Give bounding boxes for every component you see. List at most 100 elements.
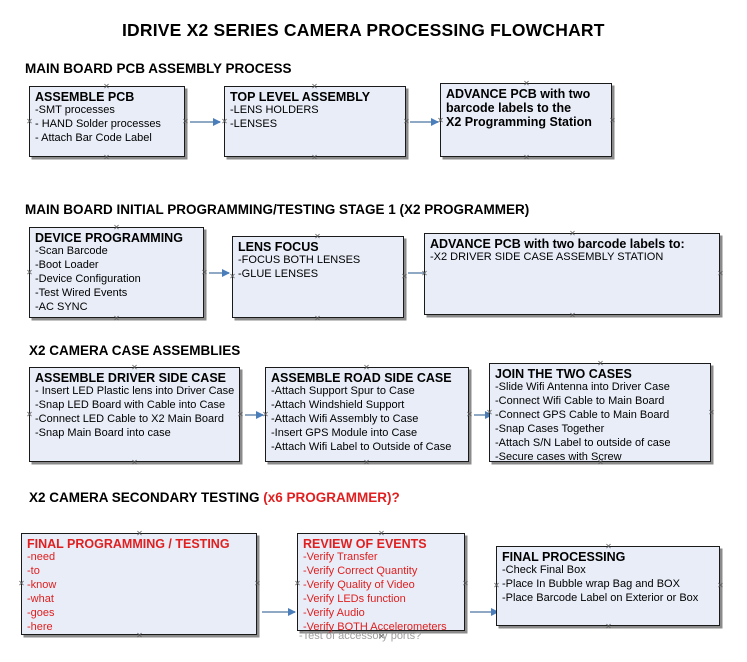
box-body: ASSEMBLE PCB -SMT processes - HAND Solde… bbox=[30, 87, 184, 146]
resize-handle-top[interactable]: ✕ bbox=[597, 359, 604, 368]
box-join-the-two-cases[interactable]: JOIN THE TWO CASES -Slide Wifi Antenna i… bbox=[489, 363, 711, 463]
resize-handle-right[interactable]: ✕ bbox=[717, 581, 724, 590]
box-header: ASSEMBLE DRIVER SIDE CASE bbox=[35, 371, 227, 385]
resize-handle-top[interactable]: ✕ bbox=[378, 529, 385, 538]
connector-driver-side-to-road-side bbox=[245, 411, 264, 419]
resize-handle-left[interactable]: ✕ bbox=[18, 579, 25, 588]
resize-handle-bottom[interactable]: ✕ bbox=[605, 622, 612, 631]
section-title-text: MAIN BOARD INITIAL PROGRAMMING/TESTING S… bbox=[25, 202, 530, 217]
resize-handle-left[interactable]: ✕ bbox=[437, 116, 444, 125]
box-overflow-line: -Test of accessory ports? bbox=[299, 630, 422, 642]
resize-handle-right[interactable]: ✕ bbox=[254, 579, 261, 588]
resize-handle-right[interactable]: ✕ bbox=[182, 117, 189, 126]
box-header: FINAL PROGRAMMING / TESTING bbox=[27, 537, 230, 551]
box-line: -Verify Transfer bbox=[303, 551, 378, 563]
box-header: ADVANCE PCB with two barcode labels to: bbox=[430, 237, 685, 251]
resize-handle-left[interactable]: ✕ bbox=[229, 272, 236, 281]
box-header: DEVICE PROGRAMMING bbox=[35, 231, 183, 245]
box-device-programming[interactable]: DEVICE PROGRAMMING -Scan Barcode -Boot L… bbox=[29, 227, 204, 318]
box-assemble-road-side-case[interactable]: ASSEMBLE ROAD SIDE CASE -Attach Support … bbox=[265, 367, 469, 462]
resize-handle-bottom[interactable]: ✕ bbox=[363, 458, 370, 467]
box-lens-focus[interactable]: LENS FOCUS -FOCUS BOTH LENSES -GLUE LENS… bbox=[232, 236, 404, 318]
resize-handle-bottom[interactable]: ✕ bbox=[311, 153, 318, 162]
section-title-text: X2 CAMERA SECONDARY TESTING bbox=[29, 490, 264, 505]
resize-handle-left[interactable]: ✕ bbox=[262, 410, 269, 419]
resize-handle-right[interactable]: ✕ bbox=[401, 272, 408, 281]
box-final-processing[interactable]: FINAL PROCESSING -Check Final Box -Place… bbox=[496, 546, 720, 626]
resize-handle-top[interactable]: ✕ bbox=[363, 363, 370, 372]
resize-handle-top[interactable]: ✕ bbox=[569, 229, 576, 238]
box-line: -Verify Correct Quantity bbox=[303, 564, 418, 577]
box-final-programming-testing[interactable]: FINAL PROGRAMMING / TESTING -need -to -k… bbox=[21, 533, 257, 635]
box-body: DEVICE PROGRAMMING -Scan Barcode -Boot L… bbox=[30, 228, 203, 315]
box-advance-pcb-programming-station[interactable]: ADVANCE PCB with two barcode labels to t… bbox=[440, 83, 612, 157]
box-header-line: X2 Programming Station bbox=[446, 115, 592, 129]
resize-handle-right[interactable]: ✕ bbox=[201, 268, 208, 277]
box-header: TOP LEVEL ASSEMBLY bbox=[230, 90, 371, 104]
resize-handle-bottom[interactable]: ✕ bbox=[136, 631, 143, 640]
resize-handle-left[interactable]: ✕ bbox=[486, 408, 493, 417]
resize-handle-bottom[interactable]: ✕ bbox=[103, 153, 110, 162]
resize-handle-top[interactable]: ✕ bbox=[131, 363, 138, 372]
box-top-level-assembly[interactable]: TOP LEVEL ASSEMBLY -LENS HOLDERS -LENSES bbox=[224, 86, 406, 157]
resize-handle-left[interactable]: ✕ bbox=[421, 269, 428, 278]
resize-handle-bottom[interactable]: ✕ bbox=[523, 153, 530, 162]
resize-handle-left[interactable]: ✕ bbox=[26, 117, 33, 126]
resize-handle-top[interactable]: ✕ bbox=[314, 232, 321, 241]
resize-handle-bottom[interactable]: ✕ bbox=[314, 314, 321, 323]
resize-handle-right[interactable]: ✕ bbox=[466, 410, 473, 419]
resize-handle-top[interactable]: ✕ bbox=[103, 82, 110, 91]
resize-handle-left[interactable]: ✕ bbox=[493, 581, 500, 590]
box-line: -Slide Wifi Antenna into Driver Case bbox=[495, 381, 670, 393]
box-line: -know bbox=[27, 578, 57, 591]
resize-handle-top[interactable]: ✕ bbox=[311, 82, 318, 91]
box-line: -Attach Windshield Support bbox=[271, 398, 405, 411]
box-body: FINAL PROGRAMMING / TESTING -need -to -k… bbox=[22, 534, 256, 635]
box-body: FINAL PROCESSING -Check Final Box -Place… bbox=[497, 547, 719, 606]
box-line: -GLUE LENSES bbox=[238, 267, 319, 280]
section-title-text: MAIN BOARD PCB ASSEMBLY PROCESS bbox=[25, 61, 292, 76]
box-line: -Verify Quality of Video bbox=[303, 578, 415, 591]
box-body: TOP LEVEL ASSEMBLY -LENS HOLDERS -LENSES bbox=[225, 87, 405, 132]
box-line: -LENS HOLDERS bbox=[230, 104, 319, 116]
resize-handle-right[interactable]: ✕ bbox=[609, 116, 616, 125]
resize-handle-top[interactable]: ✕ bbox=[523, 79, 530, 88]
box-line: -Verify LEDs function bbox=[303, 592, 406, 605]
resize-handle-left[interactable]: ✕ bbox=[294, 579, 301, 588]
resize-handle-left[interactable]: ✕ bbox=[26, 268, 33, 277]
box-advance-pcb-driver-side-case[interactable]: ADVANCE PCB with two barcode labels to: … bbox=[424, 233, 720, 315]
box-assemble-pcb[interactable]: ASSEMBLE PCB -SMT processes - HAND Solde… bbox=[29, 86, 185, 157]
box-assemble-driver-side-case[interactable]: ASSEMBLE DRIVER SIDE CASE - Insert LED P… bbox=[29, 367, 240, 462]
box-header-line: ADVANCE PCB with two bbox=[446, 87, 591, 101]
connector-review-of-events-to-final-processing bbox=[470, 608, 499, 616]
box-line: -Attach S/N Label to outside of case bbox=[495, 436, 671, 449]
resize-handle-left[interactable]: ✕ bbox=[26, 410, 33, 419]
connector-device-programming-to-lens-focus bbox=[209, 269, 230, 277]
box-body: ADVANCE PCB with two barcode labels to t… bbox=[441, 84, 611, 129]
resize-handle-right[interactable]: ✕ bbox=[708, 408, 715, 417]
resize-handle-bottom[interactable]: ✕ bbox=[131, 458, 138, 467]
box-line: -Connect LED Cable to X2 Main Board bbox=[35, 412, 224, 425]
resize-handle-top[interactable]: ✕ bbox=[605, 542, 612, 551]
resize-handle-right[interactable]: ✕ bbox=[717, 269, 724, 278]
resize-handle-top[interactable]: ✕ bbox=[136, 529, 143, 538]
resize-handle-bottom[interactable]: ✕ bbox=[597, 458, 604, 467]
box-header: ASSEMBLE PCB bbox=[35, 90, 135, 104]
box-line: -FOCUS BOTH LENSES bbox=[238, 254, 361, 266]
resize-handle-right[interactable]: ✕ bbox=[237, 410, 244, 419]
box-review-of-events[interactable]: REVIEW OF EVENTS -Verify Transfer -Verif… bbox=[297, 533, 465, 633]
box-line: -Verify Audio bbox=[303, 606, 365, 619]
resize-handle-right[interactable]: ✕ bbox=[462, 579, 469, 588]
box-line: -Device Configuration bbox=[35, 272, 141, 285]
resize-handle-left[interactable]: ✕ bbox=[221, 117, 228, 126]
resize-handle-top[interactable]: ✕ bbox=[113, 223, 120, 232]
resize-handle-bottom[interactable]: ✕ bbox=[113, 314, 120, 323]
box-line: -need bbox=[27, 551, 56, 563]
box-line: -Connect Wifi Cable to Main Board bbox=[495, 394, 665, 407]
section-title-main-board-pcb-assembly: MAIN BOARD PCB ASSEMBLY PROCESS bbox=[25, 61, 292, 76]
resize-handle-bottom[interactable]: ✕ bbox=[569, 311, 576, 320]
box-line: -to bbox=[27, 564, 40, 577]
resize-handle-right[interactable]: ✕ bbox=[403, 117, 410, 126]
resize-handle-bottom[interactable]: ✕ bbox=[378, 632, 385, 641]
